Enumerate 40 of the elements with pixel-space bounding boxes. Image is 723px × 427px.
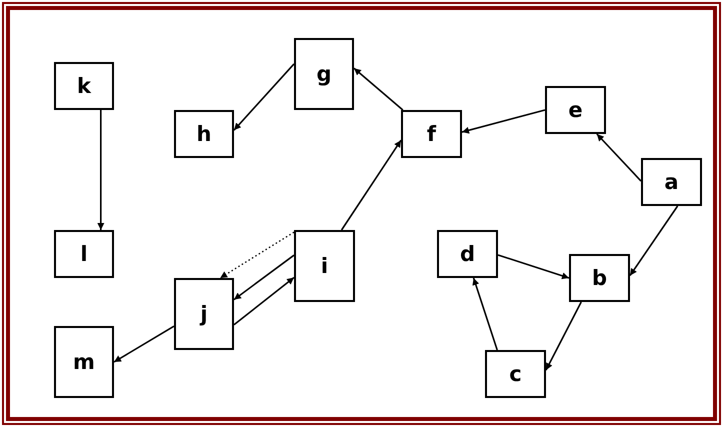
- arrow: [596, 133, 642, 182]
- node-label: g: [316, 64, 332, 84]
- letter-box: [569, 254, 630, 302]
- node-label: f: [426, 124, 436, 144]
- letter-box: [437, 230, 498, 278]
- arrow: [340, 140, 402, 230]
- node-label: j: [200, 304, 208, 324]
- letter-box: [174, 110, 234, 158]
- node-label: e: [568, 100, 583, 120]
- arrow: [234, 276, 294, 326]
- letter-box: [54, 62, 114, 110]
- arrow: [233, 63, 295, 131]
- arrow: [545, 302, 582, 371]
- node-label: c: [509, 364, 522, 384]
- letter-box: [545, 86, 606, 134]
- arrow: [97, 110, 104, 230]
- letter-box: [54, 326, 114, 398]
- arrow: [234, 254, 294, 300]
- arrow: [498, 254, 570, 280]
- arrow: [629, 206, 678, 276]
- letter-box: [174, 278, 234, 350]
- letter-box: [401, 110, 462, 158]
- letter-box: [294, 38, 354, 110]
- arrow: [472, 278, 498, 350]
- node-label: m: [73, 352, 95, 372]
- arrow: [220, 232, 294, 279]
- arrow: [114, 326, 174, 363]
- arrow: [462, 109, 546, 134]
- node-label: h: [196, 124, 212, 144]
- arrow: [353, 68, 404, 111]
- node-label: d: [460, 244, 476, 264]
- node-label: l: [80, 244, 88, 264]
- node-label: k: [77, 76, 91, 96]
- letter-box: [485, 350, 546, 398]
- node-label: a: [664, 172, 679, 192]
- node-label: i: [320, 256, 328, 276]
- node-label: b: [592, 268, 608, 288]
- letter-box: [294, 230, 355, 302]
- letter-box: [641, 158, 702, 206]
- letter-box: [54, 230, 114, 278]
